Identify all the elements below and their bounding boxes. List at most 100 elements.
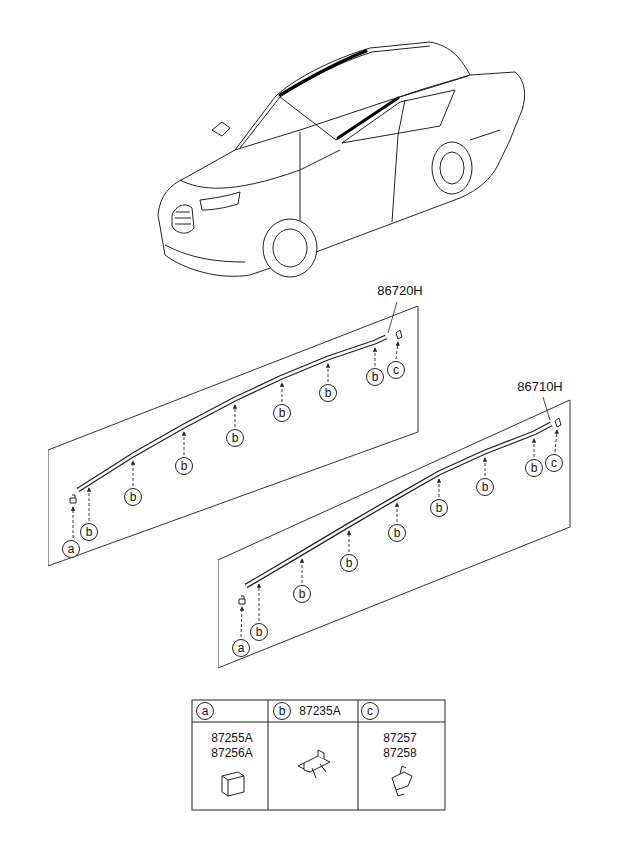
part-icon — [396, 766, 406, 796]
clip-symbol — [396, 330, 402, 339]
callout-circle: b — [293, 585, 311, 603]
clip-symbol — [70, 495, 76, 503]
callout-letter: b — [279, 705, 286, 717]
car-illustration — [212, 122, 230, 136]
leader-line — [375, 348, 376, 366]
callout-letter: b — [325, 387, 332, 399]
leader-line — [133, 461, 134, 486]
callout-letter: b — [181, 460, 188, 472]
callout-circle: a — [196, 702, 214, 720]
leader-line — [282, 383, 283, 402]
parts-table — [358, 700, 359, 810]
part-icon — [392, 772, 412, 790]
leader-line — [397, 503, 398, 522]
callout-circle: b — [250, 623, 268, 641]
car-illustration — [398, 100, 405, 135]
part-number: 87258 — [383, 747, 416, 759]
callout-letter: b — [394, 527, 401, 539]
callout-circle: c — [545, 454, 563, 472]
car-illustration — [470, 130, 500, 140]
car-illustration — [263, 219, 317, 277]
part-icon — [222, 776, 244, 796]
moulding-strip — [246, 424, 551, 586]
callout-circle: a — [232, 639, 250, 657]
part-number: 87257 — [383, 732, 416, 744]
leader-line — [73, 342, 557, 637]
car-illustration — [158, 72, 525, 276]
part-number: 87255A — [211, 732, 252, 744]
callout-letter: b — [86, 526, 93, 538]
callout-circle: b — [366, 368, 384, 386]
part-icon — [312, 764, 326, 778]
roof-moulding-highlight — [338, 98, 398, 138]
moulding-strip — [246, 424, 551, 586]
callout-letter: a — [238, 642, 245, 654]
car-illustration — [280, 46, 430, 97]
callout-circle: a — [62, 540, 80, 558]
part-number: 87235A — [299, 705, 340, 717]
parts-table — [192, 700, 445, 810]
leader-line — [235, 405, 236, 427]
leader-line — [328, 364, 329, 382]
part-icon — [298, 756, 330, 772]
callout-letter: c — [551, 457, 557, 469]
leader-line — [534, 439, 535, 457]
leader-line — [555, 430, 557, 452]
callout-letter: b — [279, 407, 286, 419]
callout-letter: b — [436, 502, 443, 514]
car-illustration — [172, 205, 194, 233]
reference-line — [543, 397, 550, 420]
callout-circle: b — [525, 459, 543, 477]
callout-letter: b — [256, 626, 263, 638]
leader-line — [439, 479, 440, 497]
moulding-strip — [78, 337, 386, 490]
reference-line — [388, 302, 550, 420]
panel-outline — [48, 280, 420, 570]
car-illustration — [200, 192, 240, 210]
car-illustration — [273, 229, 307, 267]
leader-line — [184, 432, 185, 455]
leader-line — [241, 607, 242, 637]
clip-symbol — [239, 596, 245, 604]
callout-letter: b — [531, 462, 538, 474]
callout-letter: b — [482, 481, 489, 493]
part-icon — [222, 772, 244, 796]
car-illustration — [440, 152, 464, 184]
roof-moulding-highlight — [280, 51, 366, 95]
leader-line — [485, 458, 486, 476]
callout-circle: c — [361, 702, 379, 720]
parts-table — [192, 700, 445, 810]
part-group-panel: 86720Habbbbbbbc — [48, 280, 420, 570]
callout-letter: b — [130, 491, 137, 503]
callout-circle: b — [430, 499, 448, 517]
car-illustration — [392, 135, 398, 222]
moulding-strip — [78, 337, 386, 490]
part-number: 86710H — [517, 380, 563, 393]
part-group-panel: 86710Habbbbbbbc — [218, 378, 572, 672]
callout-circle: b — [319, 384, 337, 402]
car-illustration — [235, 42, 470, 150]
part-number: 86720H — [377, 284, 423, 297]
leader-line — [73, 507, 74, 538]
callout-circle: b — [175, 457, 193, 475]
callout-circle: b — [226, 429, 244, 447]
panel-outline — [48, 306, 418, 566]
callout-circle: b — [273, 404, 291, 422]
leader-line — [396, 342, 398, 359]
callout-circle: b — [340, 554, 358, 572]
car-illustration — [240, 97, 336, 148]
moulding-strip — [78, 337, 386, 490]
callout-circle: b — [388, 524, 406, 542]
callout-circle: b — [476, 478, 494, 496]
car-illustration — [336, 76, 468, 140]
part-icon — [304, 750, 324, 772]
clip-symbol — [555, 418, 561, 427]
callout-letter: c — [393, 364, 399, 376]
parts-table — [192, 722, 445, 723]
callout-circle: b — [273, 702, 291, 720]
callout-letter: b — [299, 588, 306, 600]
callout-letter: a — [202, 705, 209, 717]
leader-line — [89, 488, 90, 521]
